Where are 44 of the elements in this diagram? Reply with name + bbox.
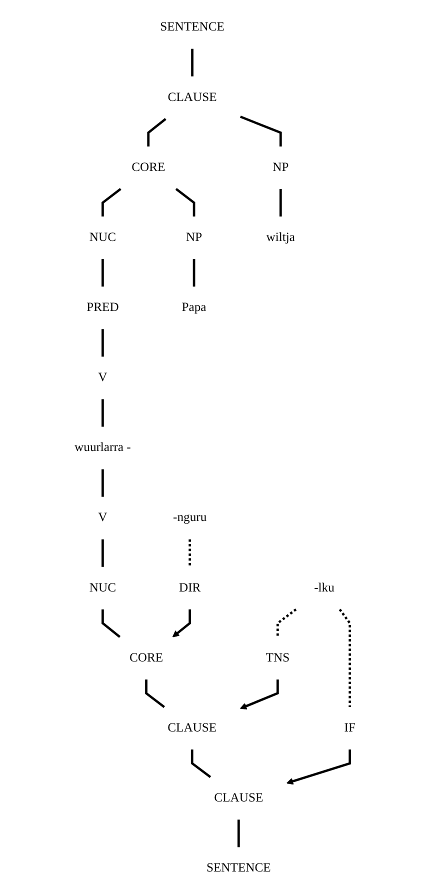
node-text: -nguru: [173, 510, 207, 524]
connector: [192, 259, 196, 287]
connector: [102, 399, 104, 427]
connector: [102, 609, 121, 638]
node-text: V: [98, 370, 108, 384]
connector: [102, 188, 122, 217]
node-text: V: [98, 510, 108, 524]
connector: [188, 539, 192, 567]
node-text: PRED: [86, 300, 119, 314]
node-text: wiltja: [266, 230, 295, 244]
connector: [240, 116, 282, 146]
node-text: -lku: [314, 581, 334, 594]
node-text: NUC: [89, 581, 116, 594]
node-text: SENTENCE: [160, 20, 224, 34]
arrow: [172, 609, 192, 638]
connector: [338, 608, 352, 708]
connector: [102, 259, 104, 287]
connector: [276, 608, 297, 637]
node-text: Papa: [182, 300, 206, 314]
node-text: CLAUSE: [168, 721, 217, 735]
connector: [102, 329, 104, 357]
node-text: NP: [186, 230, 202, 244]
node-text: CORE: [129, 651, 164, 665]
node-text: CORE: [132, 160, 166, 174]
connector: [102, 469, 104, 497]
node-text: CLAUSE: [214, 791, 264, 805]
node-text: CLAUSE: [168, 90, 217, 104]
connector: [190, 750, 212, 778]
node-text: DIR: [178, 581, 201, 594]
connector: [175, 188, 196, 217]
connector: [102, 539, 104, 567]
arrow: [286, 750, 352, 785]
connector: [147, 118, 166, 146]
node-text: wuurlarra -: [74, 440, 131, 454]
node-text: NP: [272, 160, 289, 174]
node-text: TNS: [266, 651, 290, 665]
connector: [191, 48, 194, 76]
node-text: NUC: [89, 230, 116, 244]
node-text: SENTENCE: [206, 861, 271, 875]
node-text: IF: [344, 721, 356, 735]
connector: [279, 188, 282, 217]
connector: [237, 820, 240, 848]
connector: [145, 679, 166, 708]
arrow: [240, 679, 279, 710]
